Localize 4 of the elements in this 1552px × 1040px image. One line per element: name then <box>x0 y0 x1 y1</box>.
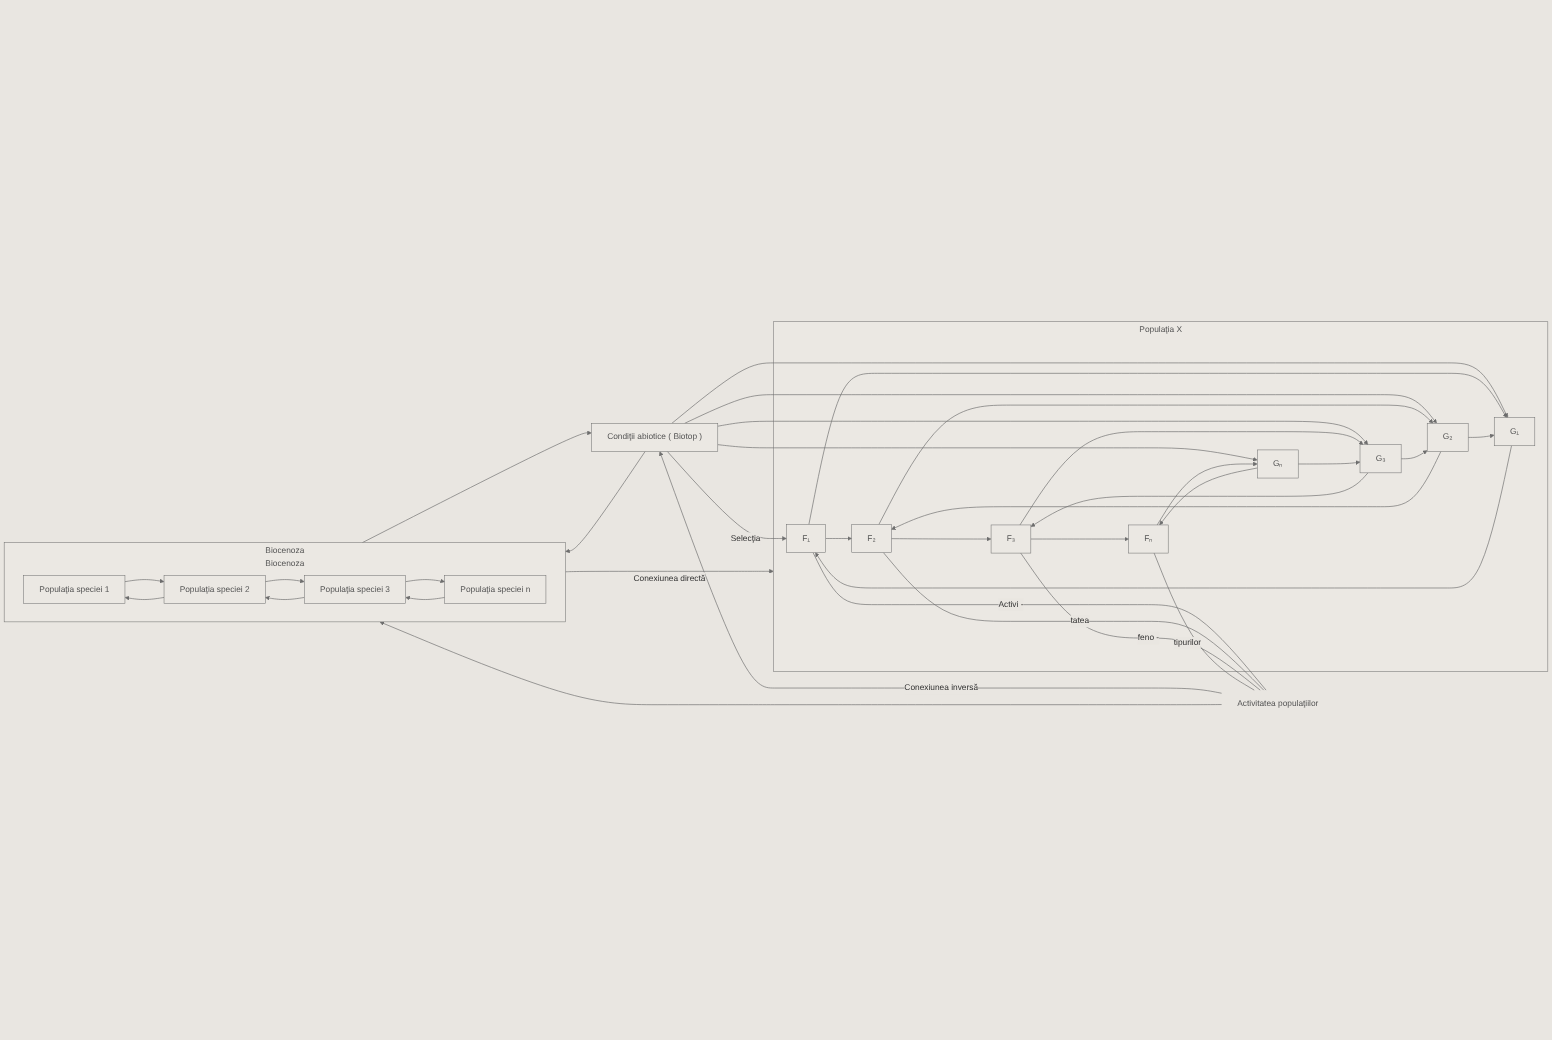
connector <box>883 552 1265 691</box>
connector <box>1153 552 1255 691</box>
connector <box>812 552 1267 691</box>
connector <box>1020 552 1261 691</box>
